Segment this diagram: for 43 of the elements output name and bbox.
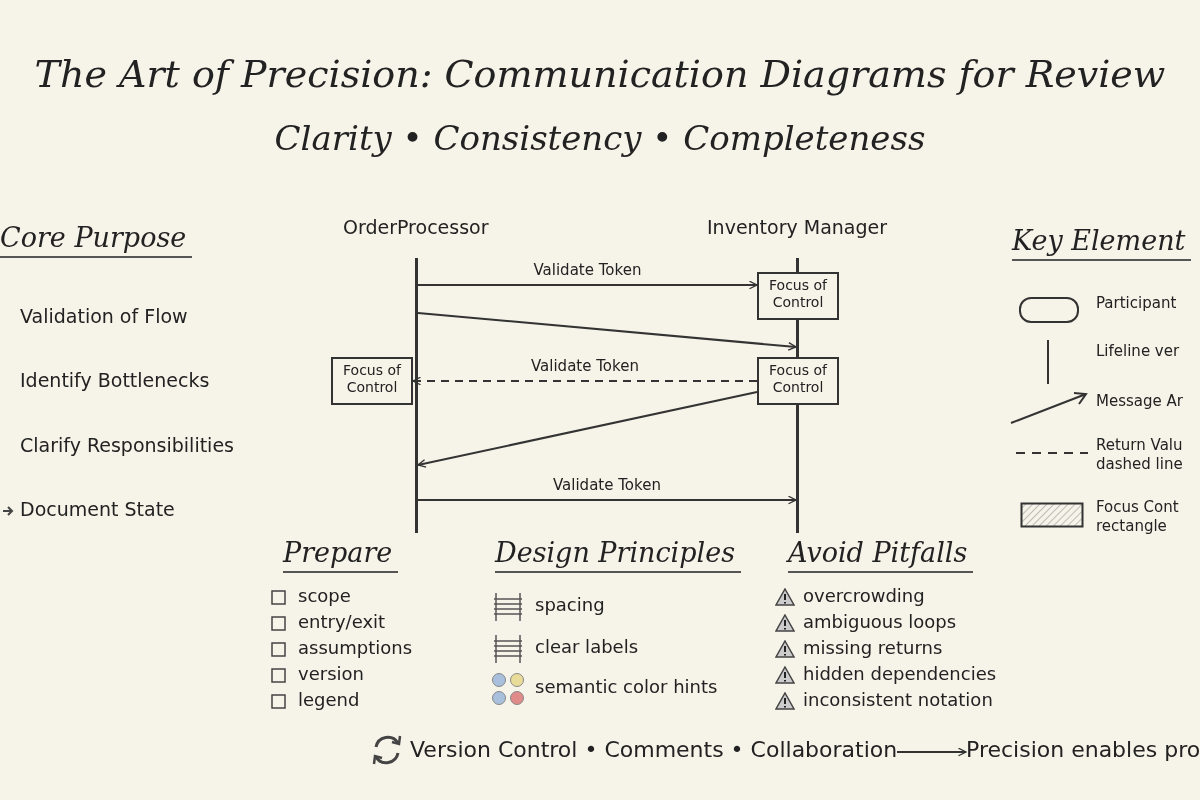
footer-text: Precision enables pro bbox=[966, 737, 1200, 762]
legend-text: Lifeline ver bbox=[1096, 342, 1181, 361]
legend-text: Participant bbox=[1096, 294, 1178, 313]
section-heading: Core Purpose bbox=[0, 222, 193, 258]
list-item: inconsistent notation bbox=[803, 689, 993, 710]
list-item: legend bbox=[298, 689, 360, 710]
focus-box: Focus of Control bbox=[757, 272, 839, 320]
legend-text: Message Ar bbox=[1096, 392, 1184, 411]
legend-text: Focus Cont rectangle bbox=[1096, 498, 1180, 536]
arrow bbox=[417, 280, 758, 290]
list-item: Document State bbox=[20, 498, 175, 520]
section-heading: Prepare bbox=[283, 537, 399, 573]
list-item: overcrowding bbox=[803, 585, 925, 606]
participant-name: OrderProcessor bbox=[343, 216, 489, 238]
list-item: Clarify Responsibilities bbox=[20, 434, 234, 456]
subtitle: Clarity • Consistency • Completeness bbox=[273, 118, 927, 158]
arrow bbox=[896, 747, 967, 757]
section-heading: Design Principles bbox=[495, 537, 741, 573]
list-item: assumptions bbox=[298, 637, 412, 658]
list-item: entry/exit bbox=[298, 611, 386, 632]
lifeline bbox=[415, 258, 418, 533]
list-item: spacing bbox=[535, 594, 605, 615]
list-item: Validation of Flow bbox=[20, 305, 188, 327]
list-item: scope bbox=[298, 585, 351, 606]
list-item: semantic color hints bbox=[535, 676, 718, 697]
list-item: clear labels bbox=[535, 636, 639, 657]
arrow bbox=[417, 495, 797, 505]
section-heading: Key Element bbox=[1012, 225, 1192, 261]
participant-name: Inventory Manager bbox=[707, 216, 888, 238]
legend-text: Return Valu dashed line bbox=[1096, 436, 1184, 474]
arrow bbox=[417, 312, 797, 351]
section-heading: Avoid Pitfalls bbox=[788, 537, 974, 573]
footer-text: Version Control • Comments • Collaboration bbox=[410, 737, 898, 762]
title: The Art of Precision: Communication Diagrams for Review bbox=[33, 52, 1167, 96]
arrow bbox=[412, 376, 758, 386]
list-item: Identify Bottlenecks bbox=[20, 369, 210, 391]
list-item: hidden dependencies bbox=[803, 663, 997, 684]
list-item: ambiguous loops bbox=[803, 611, 957, 632]
focus-box: Focus of Control bbox=[757, 357, 839, 405]
focus-box: Focus of Control bbox=[331, 357, 413, 405]
arrow bbox=[417, 391, 758, 468]
list-item: version bbox=[298, 663, 364, 684]
list-item: missing returns bbox=[803, 637, 943, 658]
